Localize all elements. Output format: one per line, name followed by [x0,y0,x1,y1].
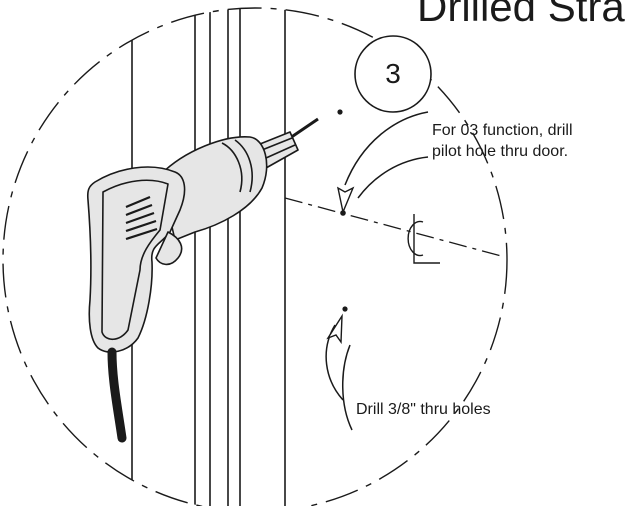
step-circle [354,35,432,113]
detail-circle [2,7,508,506]
thru-holes-callout: Drill 3/8" thru holes [356,399,491,420]
drill-bit [289,117,319,140]
centerline-symbol [407,214,440,264]
drill-hole-bottom [342,306,348,312]
pilot-hole-callout-line-2: pilot hole thru door. [432,143,569,160]
pilot-hole-leader-lower [357,156,429,199]
thru-holes-leader-arrow [326,313,343,345]
pilot-hole-callout-line-1: For 03 function, drill [432,122,573,139]
drill-vents [125,195,158,241]
door-edge-lines [131,8,286,506]
pilot-hole-callout: For 03 function, drill pilot hole thru d… [432,120,573,162]
pilot-hole-leader-arrow [336,186,355,215]
drill-trigger [155,231,183,266]
drill-cord [107,347,127,443]
thru-holes-leader-lower [342,344,353,431]
thru-holes-callout-text: Drill 3/8" thru holes [356,401,491,418]
drill-handle [86,166,186,353]
drill-motor-body [159,136,268,241]
pilot-hole-leader [344,111,429,186]
centerline [284,197,506,258]
diagram-title: Drilled Stra [417,0,625,30]
drill-hole-top [337,109,343,115]
power-drill-illustration [86,117,319,443]
step-number: 3 [385,58,401,89]
